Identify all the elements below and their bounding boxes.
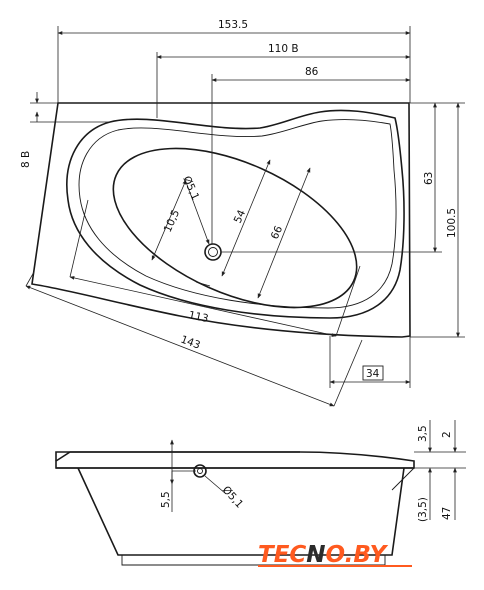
- side-feet: [121, 555, 386, 566]
- label-side-3-5: 3,5: [417, 425, 429, 442]
- label-side-47: 47: [441, 507, 453, 520]
- inner-contour: [78, 119, 397, 309]
- tecno-logo: TECNO.BY: [258, 542, 412, 568]
- label-63: 63: [423, 172, 435, 185]
- label-34: 34: [366, 368, 380, 380]
- label-10-5: 10,5: [162, 208, 182, 234]
- outer-rim: [31, 102, 411, 338]
- dim-line-143: [25, 285, 335, 407]
- side-body: [77, 467, 405, 556]
- side-rim: [55, 451, 415, 469]
- label-113: 113: [187, 309, 209, 325]
- label-8b: 8 В: [20, 151, 32, 168]
- logo-part-tec: TEC: [258, 542, 306, 568]
- label-side-2: 2: [441, 431, 453, 438]
- label-side-drain: Ø5,1: [220, 484, 246, 511]
- label-54: 54: [232, 208, 249, 225]
- label-side-5-5: 5,5: [160, 491, 172, 508]
- dim-line-113: [69, 276, 337, 337]
- logo-part-oby: O.BY: [326, 542, 389, 568]
- top-view: 153.5 110 В 86 8 В 63 100.5 113: [20, 19, 465, 407]
- label-34-box: [362, 365, 384, 381]
- logo-part-n: N: [306, 542, 325, 568]
- label-66: 66: [269, 224, 286, 241]
- inner-basin: [66, 109, 405, 319]
- label-86: 86: [305, 66, 319, 78]
- label-side-3-5b: (3,5): [417, 497, 429, 522]
- label-143: 143: [179, 334, 202, 352]
- label-110: 110 В: [268, 43, 299, 55]
- drain-outer: [204, 243, 222, 261]
- label-drain: Ø5,1: [180, 174, 201, 202]
- label-153-5: 153.5: [218, 19, 248, 31]
- label-100-5: 100.5: [446, 208, 458, 238]
- drain-inner: [208, 247, 218, 257]
- logo-text: TECNO.BY: [258, 542, 389, 568]
